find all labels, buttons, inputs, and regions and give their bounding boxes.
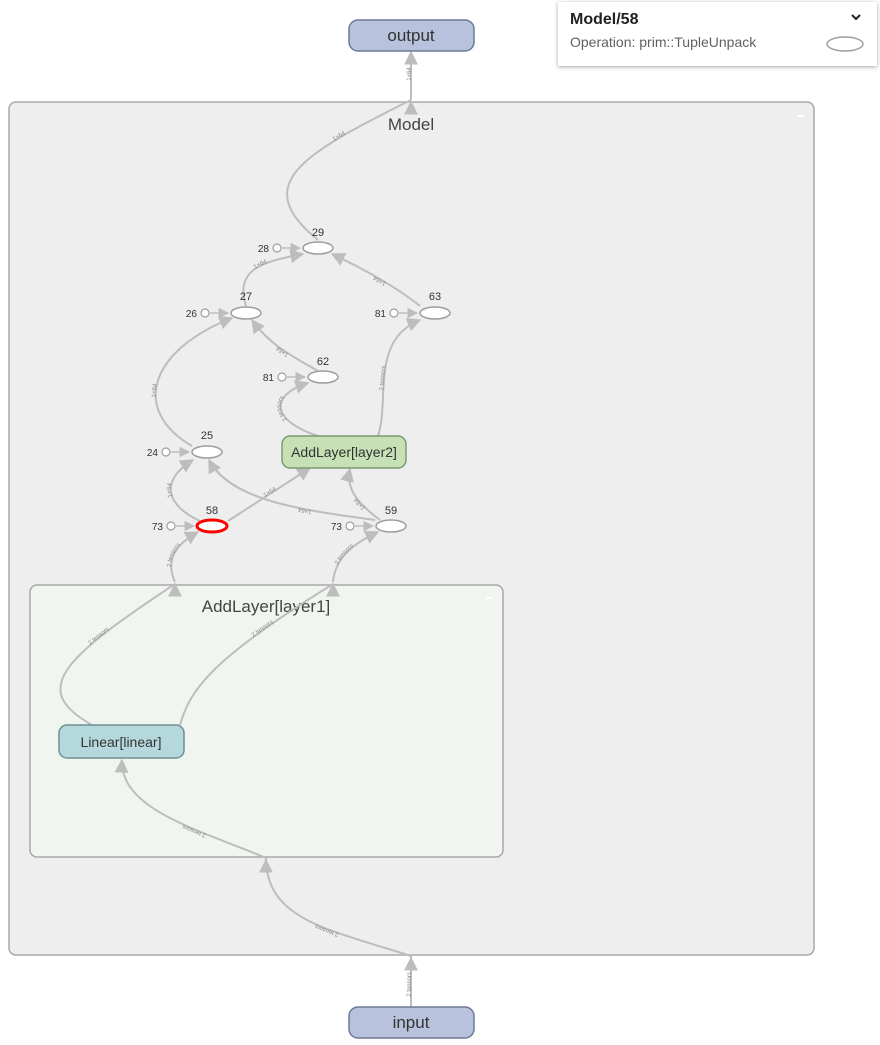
layer2-node[interactable]: AddLayer[layer2] (281, 435, 407, 469)
edge-label-out: 1×64 (407, 67, 413, 81)
const-circle (389, 308, 399, 318)
edge-25-27[interactable] (154, 316, 234, 447)
op-node-29[interactable]: 28 29 (258, 227, 334, 255)
svg-text:2 tensors: 2 tensors (407, 972, 413, 997)
edges (59, 50, 422, 1007)
svg-text:1×64: 1×64 (152, 383, 159, 398)
node-info-card: Model/58 Operation: prim::TupleUnpack (558, 2, 877, 66)
const-label: 24 (147, 448, 159, 459)
op-node-59[interactable]: 73 59 (331, 505, 407, 533)
op-nodes: 28 29 26 27 81 63 81 62 (147, 227, 451, 534)
layer1-label: AddLayer[layer1] (202, 597, 331, 616)
svg-text:1×64: 1×64 (167, 482, 174, 498)
edge-label-25-27: 1×64 (152, 383, 159, 398)
output-node[interactable]: output (348, 19, 475, 52)
edge-63-29[interactable] (330, 253, 421, 307)
edge-label-layer2-63: 2 tensors (379, 365, 387, 390)
edge-label-input: 2 tensors (407, 972, 413, 997)
edge-27-29[interactable] (242, 249, 305, 307)
input-node[interactable]: input (348, 1006, 475, 1039)
edge-layer1-58[interactable] (170, 531, 200, 583)
edge-58-25[interactable] (169, 459, 201, 522)
op-label: 59 (385, 505, 397, 517)
op-node-63[interactable]: 81 63 (375, 291, 451, 320)
edge-layer1-59[interactable] (332, 530, 380, 583)
op-label: 25 (201, 430, 213, 442)
const-circle (166, 521, 176, 531)
edge-62-27[interactable] (251, 318, 319, 372)
svg-text:2 tensors: 2 tensors (379, 365, 387, 390)
edge-29-model[interactable] (286, 99, 412, 241)
const-circle (277, 372, 287, 382)
model-label: Model (388, 115, 434, 134)
linear-node[interactable]: Linear[linear] (58, 724, 185, 759)
svg-text:1×64: 1×64 (407, 67, 413, 81)
op-node-25[interactable]: 24 25 (147, 430, 223, 459)
op-label: 62 (317, 356, 329, 368)
layer2-label: AddLayer[layer2] (291, 444, 397, 460)
const-label: 73 (331, 522, 343, 533)
const-label: 26 (186, 309, 198, 320)
linear-label: Linear[linear] (81, 734, 162, 750)
edge-layer2-63[interactable] (377, 318, 422, 437)
info-card-subtitle: Operation: prim::TupleUnpack (570, 34, 757, 50)
edge-label-58-25: 1×64 (167, 482, 174, 498)
const-label: 73 (152, 522, 164, 533)
layer1-group[interactable]: AddLayer[layer1] (29, 584, 504, 858)
chevron-down-icon[interactable] (849, 10, 863, 24)
op-label: 58 (206, 505, 218, 517)
const-circle (345, 521, 355, 531)
const-circle (161, 447, 171, 457)
svg-text:2 tensors: 2 tensors (277, 395, 289, 422)
op-label: 63 (429, 291, 441, 303)
svg-text:1×64: 1×64 (297, 506, 312, 515)
op-node-62[interactable]: 81 62 (263, 356, 339, 384)
edge-59-layer2[interactable] (340, 467, 381, 521)
op-label: 27 (240, 291, 252, 303)
op-shape-icon (826, 36, 864, 52)
const-circle (272, 243, 282, 253)
const-label: 28 (258, 244, 270, 255)
input-label: input (393, 1013, 430, 1032)
const-label: 81 (263, 373, 275, 384)
const-label: 81 (375, 309, 387, 320)
output-label: output (387, 26, 435, 45)
edge-label-layer2-62: 2 tensors (277, 395, 289, 422)
edge-59-25[interactable] (208, 458, 376, 521)
op-label: 29 (312, 227, 324, 239)
const-circle (200, 308, 210, 318)
edge-layer2-62[interactable] (279, 380, 319, 437)
op-node-58[interactable]: 73 58 (152, 505, 229, 534)
op-node-27[interactable]: 26 27 (186, 291, 262, 320)
edge-input-linear[interactable] (114, 758, 267, 859)
info-card-title: Model/58 (570, 11, 639, 28)
edge-label-59-25: 1×64 (297, 506, 312, 515)
edge-58-layer2[interactable] (227, 467, 312, 522)
edge-linear-58[interactable] (59, 583, 176, 726)
edge-linear-59[interactable] (179, 583, 334, 726)
edge-input-model[interactable] (265, 857, 412, 957)
